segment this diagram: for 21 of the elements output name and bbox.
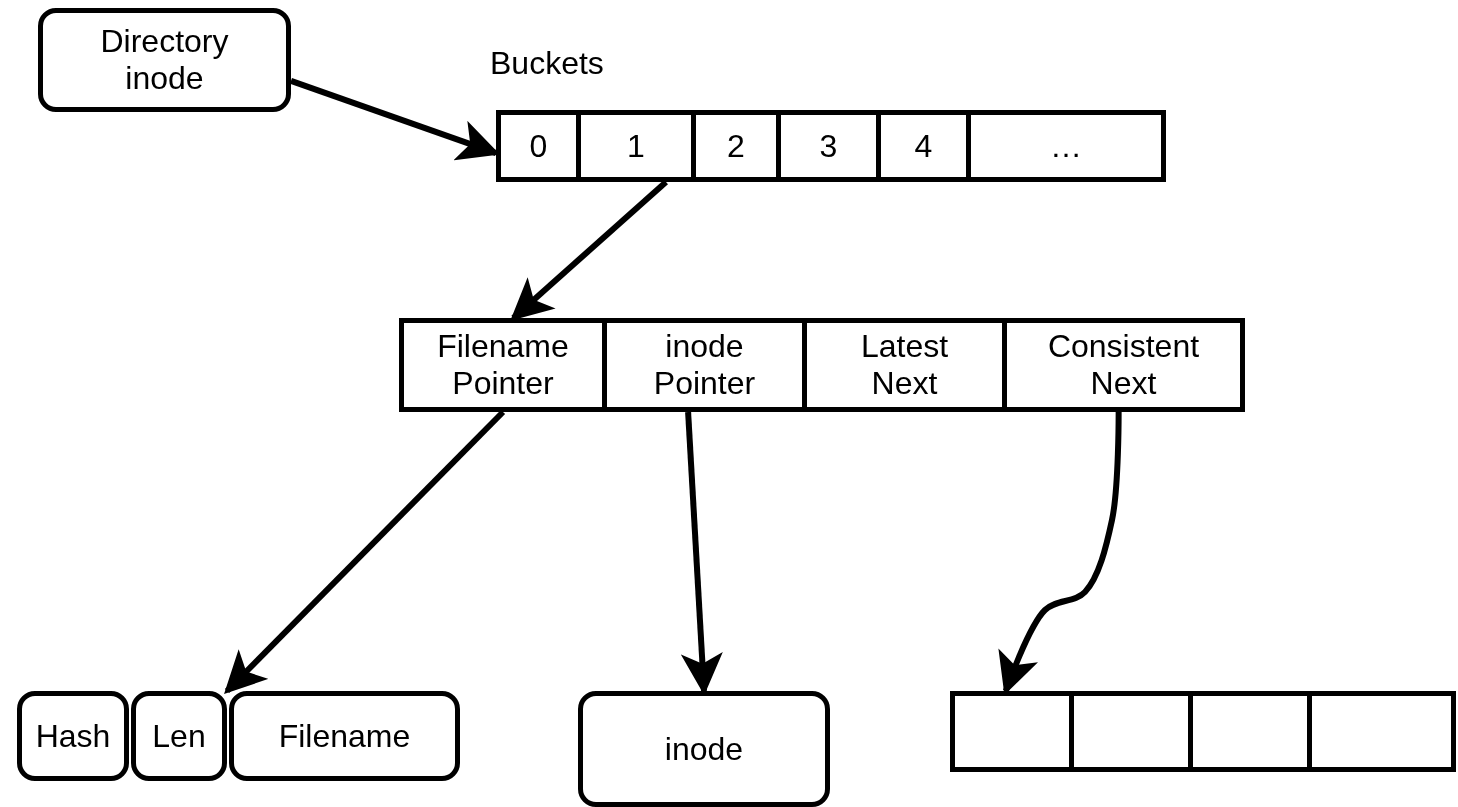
field-label: 1 — [627, 127, 645, 165]
field-label: Len — [152, 717, 206, 755]
field-label: 2 — [727, 127, 745, 165]
field-label: Hash — [35, 717, 111, 755]
field-label: inode — [664, 730, 744, 768]
field-label: Directory inode — [99, 23, 230, 97]
field-label: 3 — [819, 127, 838, 165]
field-label: Latest Next — [859, 328, 950, 402]
field-label: … — [1050, 127, 1082, 165]
field-label: 4 — [914, 127, 933, 165]
record-field-box — [229, 691, 460, 781]
field-label: Filename Pointer — [436, 328, 570, 402]
field-label: 0 — [529, 127, 548, 165]
field-label: Filename — [278, 717, 411, 755]
inode-box — [578, 691, 830, 807]
record-field-box — [17, 691, 129, 781]
record-field-box — [131, 691, 227, 781]
field-label: Consistent Next — [1046, 328, 1201, 402]
field-label: inode Pointer — [652, 328, 757, 402]
array-title: Buckets — [490, 45, 604, 82]
inode-box — [38, 8, 291, 112]
